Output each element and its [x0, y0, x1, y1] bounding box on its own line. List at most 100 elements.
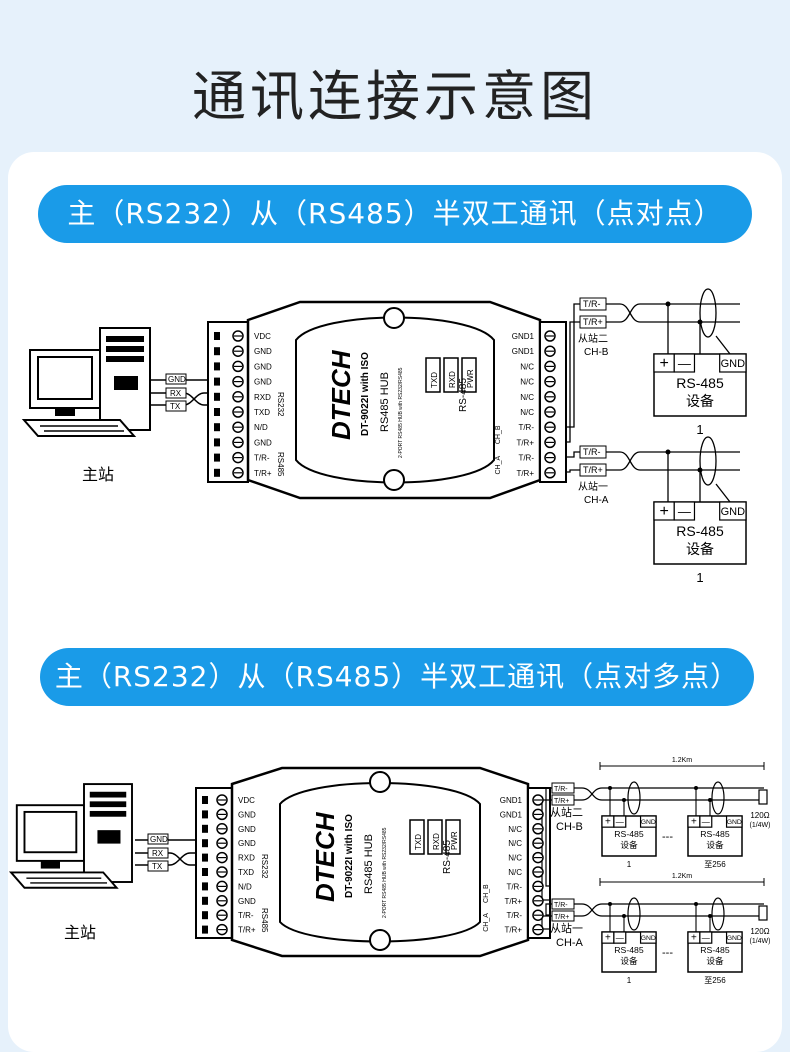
left-terminal-label: T/R+ [238, 926, 256, 935]
led-indicator [425, 357, 441, 393]
led-label: RXD [448, 371, 457, 388]
gnd-terminal-label: GND [721, 358, 746, 370]
svg-text:T/R-: T/R- [554, 786, 568, 793]
hub-label: RS485 HUB [363, 834, 375, 894]
minus-terminal-label: — [616, 934, 625, 943]
slave-channel-label: CH-B [584, 347, 609, 358]
left-terminal-label: GND [238, 897, 256, 906]
left-terminal-slot [214, 423, 220, 432]
left-terminal-slot [214, 347, 220, 356]
left-terminal-label: GND [238, 839, 256, 848]
host-label: 主站 [64, 924, 96, 942]
model-label: DT-9022I with ISO [360, 352, 371, 436]
device-name-label: 设备 [620, 839, 638, 850]
left-terminal-slot [202, 810, 208, 819]
svg-text:T/R+: T/R+ [583, 317, 603, 327]
right-terminal-label: N/C [508, 839, 522, 848]
shield-ring [699, 288, 717, 338]
left-terminal-slot [202, 896, 208, 905]
hub-label: RS485 HUB [379, 372, 391, 432]
sub-label: 2-PORT RS485 HUB with RS232/RS485 [398, 367, 404, 458]
left-terminal-slot [214, 392, 220, 401]
slave-name-label: 从站一 [550, 921, 583, 935]
right-terminal-label: GND1 [512, 347, 535, 356]
brand-logo: DTECH [310, 811, 340, 902]
resistor-note-label: (1/4W) [750, 938, 771, 945]
resistor-value-label: 120Ω [750, 927, 769, 936]
left-terminal-label: VDC [238, 796, 255, 805]
left-terminal-label: T/R- [238, 911, 254, 920]
device-model-label: RS-485 [676, 375, 724, 391]
section2-title: 主（RS232）从（RS485）半双工通讯（点对多点） [40, 648, 754, 706]
slave-name-label: 从站二 [550, 805, 583, 819]
right-terminal-label: N/C [508, 868, 522, 877]
ellipsis-dash: --- [662, 831, 673, 843]
shield-ring [627, 897, 641, 931]
device-labels: DTECH DT-9022I with ISO RS485 HUB 2-PORT… [326, 349, 477, 458]
right-terminal-label: T/R- [518, 423, 534, 432]
right-terminal-label: N/C [520, 378, 534, 387]
plus-terminal-label: + [659, 503, 668, 520]
distance-label: 1.2Km [672, 873, 692, 880]
left-terminal-slot [214, 453, 220, 462]
brand-logo: DTECH [326, 349, 356, 440]
svg-text:RX: RX [170, 389, 182, 398]
slave-channel-label: CH-A [584, 495, 609, 506]
left-terminal-label: T/R- [254, 454, 270, 463]
ch-a-tag: CH_A [495, 456, 502, 475]
device-index-label: 1 [696, 422, 703, 437]
device-model-label: RS-485 [614, 945, 644, 955]
left-terminal-label: T/R+ [254, 469, 272, 478]
led-indicator [409, 819, 425, 855]
device-name-label: 设备 [706, 839, 724, 850]
model-label: DT-9022I with ISO [344, 814, 355, 898]
right-terminal-label: GND1 [500, 796, 523, 805]
left-terminal-slot [214, 438, 220, 447]
device-name-label: 设备 [706, 955, 724, 966]
svg-text:T/R-: T/R- [583, 447, 601, 457]
plus-terminal-label: + [605, 817, 611, 828]
right-terminal-label: N/C [520, 393, 534, 402]
device-model-label: RS-485 [700, 945, 730, 955]
host-wire-labels: GND RX TX [147, 833, 169, 872]
led-label: TXD [414, 834, 423, 850]
right-terminal-label: N/C [520, 362, 534, 371]
device-name-label: 设备 [686, 541, 714, 557]
left-terminal-slot [214, 377, 220, 386]
minus-terminal-label: — [678, 504, 691, 519]
left-terminal-label: GND [254, 378, 272, 387]
shield-ring [711, 781, 725, 815]
slave-name-label: 从站二 [578, 332, 608, 345]
plus-terminal-label: + [691, 933, 697, 944]
left-terminal-slot [202, 796, 208, 804]
left-terminal-slot [214, 332, 220, 340]
right-terminal-label: N/C [508, 854, 522, 863]
left-terminal-slot [214, 408, 220, 416]
left-terminal-label: VDC [254, 332, 271, 341]
diagram-point-to-point: 主站 GND RX TX VDCGNDGNDGNDRXDTXDN/DGNDT/R… [23, 288, 747, 585]
rs485-label: RS-485 [442, 840, 453, 874]
left-terminal-label: N/D [254, 423, 268, 432]
left-terminal-label: N/D [238, 882, 252, 891]
left-terminal-slot [202, 824, 208, 833]
left-terminal-slot [214, 362, 220, 371]
diagram-point-to-multipoint: 主站 GND RX TX VDC GND GND GND RXD TXD N/D GND T/R… [10, 757, 771, 985]
device-index-label: 1 [627, 860, 632, 869]
right-terminal-label: T/R- [506, 911, 522, 920]
rs485-tag: RS485 [260, 908, 269, 933]
device-index-label: 1 [696, 570, 703, 585]
led-label: TXD [430, 372, 439, 388]
left-terminal-slot [202, 868, 208, 876]
device-index-label: 至256 [704, 976, 726, 985]
minus-terminal-label: — [678, 356, 691, 371]
gnd-terminal-label: GND [727, 819, 742, 826]
svg-text:T/R-: T/R- [583, 299, 601, 309]
left-terminal-label: GND [254, 362, 272, 371]
gnd-terminal-label: GND [641, 935, 656, 942]
minus-terminal-label: — [702, 818, 711, 827]
left-terminal-label: RXD [238, 854, 255, 863]
device-model-label: RS-485 [676, 523, 724, 539]
rs232-tag: RS232 [276, 392, 285, 417]
device-index-label: 1 [627, 976, 632, 985]
plus-terminal-label: + [605, 933, 611, 944]
